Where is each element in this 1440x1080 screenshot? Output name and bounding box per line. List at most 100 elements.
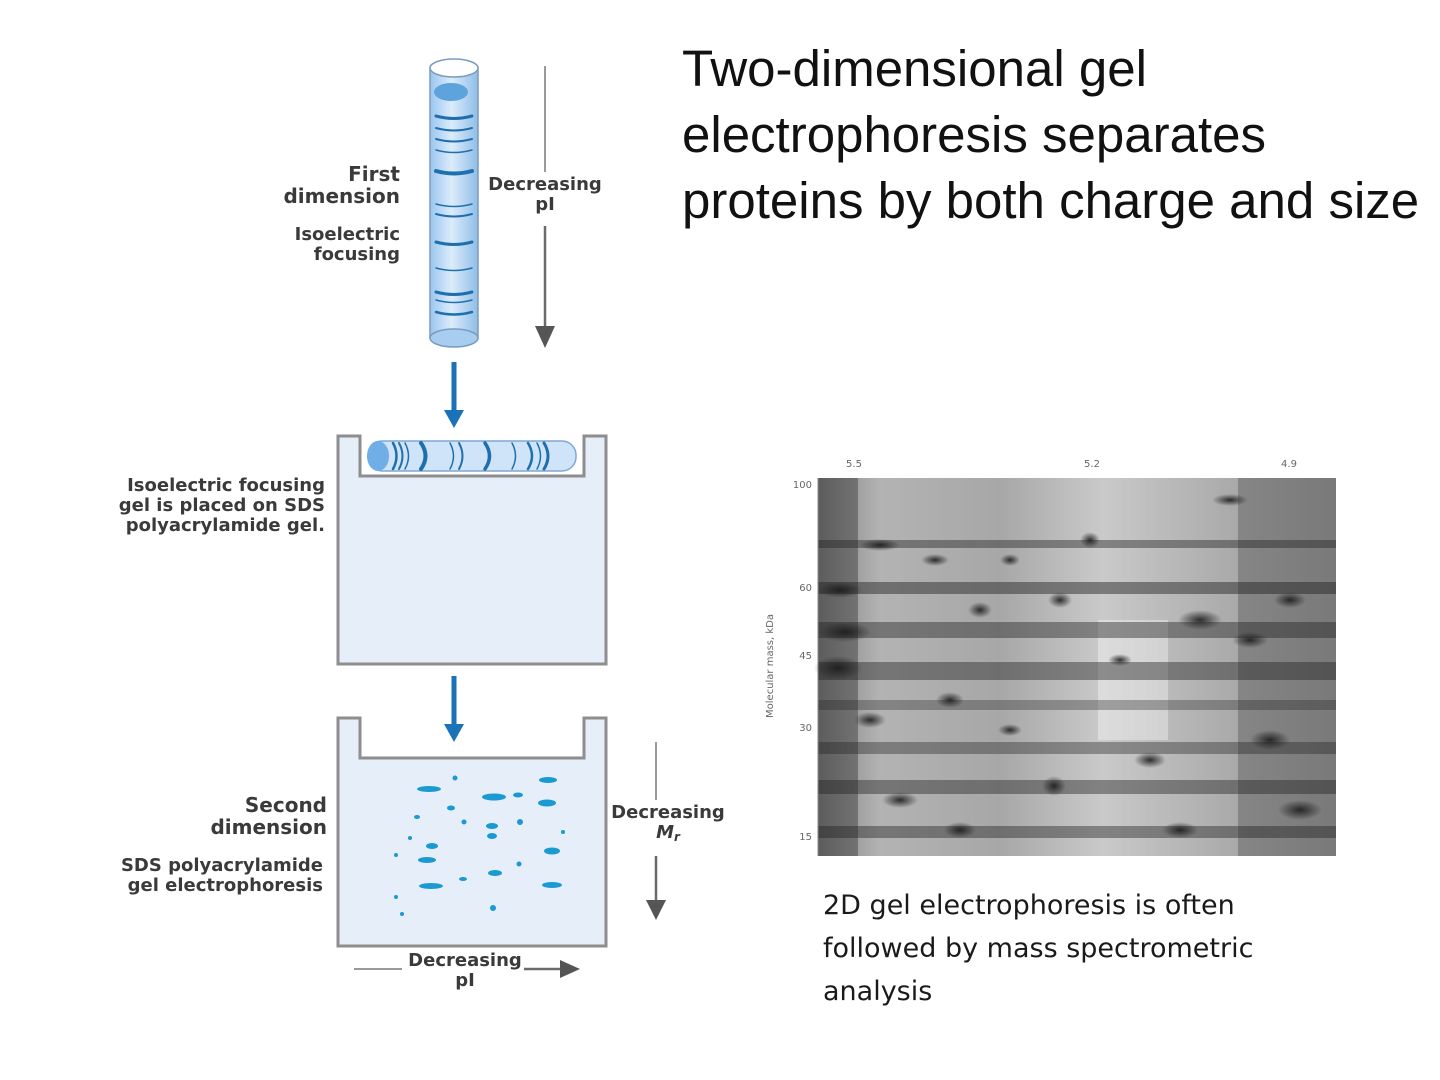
protein-spot	[394, 895, 398, 899]
tube-band	[435, 203, 473, 208]
ief-strip-end	[367, 441, 389, 471]
gel-spot	[1134, 752, 1166, 768]
second-dimension-heading-line-1: Second	[244, 793, 327, 817]
transfer-arrow-1	[444, 362, 464, 428]
gel-spot	[1080, 532, 1100, 548]
gel-spot	[882, 792, 918, 808]
y-tick-100: 100	[793, 480, 812, 491]
transfer-arrow-2	[444, 676, 464, 742]
protein-spot	[394, 853, 398, 857]
protein-spot	[487, 833, 497, 839]
gel-photo-x-ticks: 5.5 5.2 4.9	[846, 459, 1297, 470]
mr-symbol: Mr	[608, 823, 728, 844]
tube-band	[434, 114, 474, 120]
mr-symbol-letter: M	[656, 822, 674, 844]
first-dimension-pi-label: Decreasing pI	[485, 174, 605, 216]
bottom-pi-arrow	[354, 960, 580, 978]
bottom-pi-label: Decreasing pI	[405, 950, 525, 991]
decreasing-mr-arrow	[646, 742, 666, 920]
second-dimension-method-line-2: gel electrophoresis	[127, 875, 323, 897]
gel-photo-light-patch	[1098, 620, 1168, 740]
2d-gel-photo: 100 60 45 30 15 5.5 5.2 4.9 Molecular ma…	[765, 459, 1336, 856]
protein-spot	[490, 905, 496, 911]
gel-spot	[1178, 610, 1222, 630]
protein-spot	[544, 847, 560, 855]
ief-tube-top	[429, 58, 479, 78]
protein-spot	[452, 775, 458, 781]
gel-streak	[818, 662, 1336, 680]
strip-band	[391, 441, 398, 471]
tube-band	[434, 310, 474, 316]
protein-spot	[542, 882, 562, 888]
protein-spot	[417, 786, 441, 792]
transfer-step-line-1: Isoelectric focusing	[127, 475, 325, 496]
strip-band	[449, 442, 455, 470]
strip-band	[398, 442, 404, 470]
second-dimension-heading-line-2: dimension	[210, 815, 327, 840]
gel-spot	[1278, 800, 1322, 820]
gel-spot	[1108, 654, 1132, 666]
ief-tube-body	[429, 67, 479, 339]
strip-band	[542, 441, 550, 471]
protein-spot	[447, 805, 455, 811]
protein-spot	[486, 823, 498, 829]
strip-band	[511, 442, 517, 470]
ief-strip-bands	[391, 441, 550, 471]
protein-spot	[461, 819, 467, 825]
protein-spot	[517, 819, 523, 825]
protein-spot	[400, 912, 404, 916]
first-dimension-heading-line-1: First	[348, 162, 400, 186]
decreasing-mr-line-1: Decreasing	[611, 802, 725, 823]
strip-band	[526, 441, 534, 471]
transfer-step-line-3: polyacrylamide gel.	[125, 515, 325, 537]
gel-streak	[818, 540, 1336, 548]
strip-band	[483, 441, 492, 471]
gel-spot	[936, 692, 964, 708]
bottom-pi-arrow-head	[560, 960, 580, 978]
gel-spot	[1212, 494, 1248, 506]
first-dimension-pi-arrow	[535, 66, 555, 348]
gel-photo-spots	[814, 494, 1322, 838]
protein-spot	[539, 777, 557, 783]
strip-band	[404, 442, 410, 470]
ief-tube-meniscus	[434, 83, 468, 101]
transfer-step-line-2: gel is placed on SDS	[118, 495, 325, 517]
protein-spot	[488, 870, 502, 876]
gel-streak	[1238, 478, 1336, 856]
tube-band	[435, 149, 473, 154]
gel-spot	[854, 712, 886, 728]
x-tick-5-2: 5.2	[1084, 459, 1100, 470]
caption: 2D gel electrophoresis is often followed…	[823, 890, 1254, 1007]
mr-symbol-subscript: r	[674, 830, 680, 845]
gel-spot	[968, 602, 992, 618]
protein-spot	[459, 877, 467, 881]
ief-tube	[429, 58, 479, 348]
gel-spot	[860, 539, 900, 551]
gel-photo-streaks	[818, 478, 1336, 856]
tube-band	[435, 299, 473, 304]
gel-spot	[1274, 592, 1306, 608]
gel-spot	[921, 554, 949, 566]
gel-spot	[814, 656, 862, 680]
mr-arrow-head	[646, 900, 666, 920]
protein-spot	[561, 830, 565, 834]
first-dimension-heading: First dimension	[283, 163, 400, 208]
y-tick-45: 45	[799, 651, 812, 662]
protein-spots	[394, 775, 565, 916]
y-tick-15: 15	[799, 832, 812, 843]
strip-band	[536, 442, 542, 470]
ief-tube-bands	[434, 114, 474, 316]
tube-band	[434, 290, 474, 296]
transfer-step-label: Isoelectric focusing gel is placed on SD…	[118, 475, 325, 537]
gel-streak	[818, 700, 1336, 710]
gel-streak	[818, 780, 1336, 794]
first-dimension-pi-line-1: Decreasing	[488, 174, 602, 195]
y-tick-60: 60	[799, 583, 812, 594]
second-dimension-gel-frame	[336, 716, 608, 948]
protein-spot	[426, 843, 438, 849]
gel-streak	[818, 742, 1336, 754]
transfer-arrow-2-head	[444, 724, 464, 742]
gel-spot	[818, 582, 862, 598]
protein-spot	[516, 861, 522, 867]
